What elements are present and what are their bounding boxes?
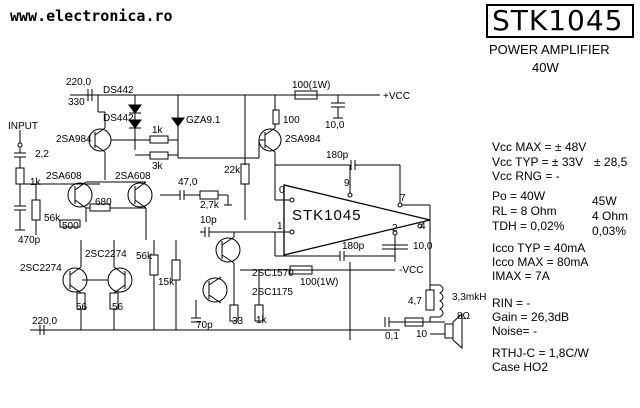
page-title: STK1045 [492,4,624,37]
spec-vcc-typ-alt: ± 28,5 [594,155,628,169]
spec-vcc-typ: Vcc TYP = ± 33V [492,155,584,169]
label-input: INPUT [8,121,38,132]
label-q-2sa608-l: 2SA608 [46,171,82,182]
title-box [486,4,634,38]
label-r-56-m: 56 [112,302,124,313]
label-pin1: 1 [277,221,283,232]
label-q-2sa608-r: 2SA608 [115,171,151,182]
label-pin7: 7 [400,193,406,204]
label-r-2-7k: 2,7k [200,200,219,211]
subtitle: POWER AMPLIFIER [489,42,610,57]
label-r-100: 100 [283,115,300,126]
spec-gain: Gain = 26,3dB [492,310,570,324]
power-rating: 40W [532,60,559,75]
label-c-220-top: 220,0 [66,77,92,88]
label-r-500: 500 [62,221,79,232]
label-speaker: 8Ω [457,311,471,322]
label-r-1k-in: 1k [30,177,41,188]
label-vcc-neg: -VCC [399,265,424,276]
spec-icco-max: Icco MAX = 80mA [492,255,589,269]
spec-icco-typ: Icco TYP = 40mA [492,241,586,255]
label-gza: GZA9.1 [186,115,221,126]
label-pin9: 9 [344,178,350,189]
spec-vcc-max: Vcc MAX = ± 48V [492,140,587,154]
label-q-2sc2274-l: 2SC2274 [20,263,62,274]
site-url[interactable]: www.electronica.ro [10,7,173,25]
label-r-15k: 15k [158,277,175,288]
label-c-0-1: 0,1 [385,331,399,342]
spec-tdh-alt: 0,03% [592,224,627,238]
spec-rl-alt: 4 Ohm [592,209,629,223]
label-c-10-0-r: 10,0 [413,241,433,252]
label-r-22k: 22k [224,165,241,176]
spec-tdh: TDH = 0,02% [492,219,565,233]
label-c-10-top: 10,0 [325,120,345,131]
label-c-2-2: 2,2 [35,149,49,160]
label-c-70p: 70p [196,320,213,331]
label-l-3-3mh: 3,3mkH [452,292,487,303]
label-c-470p: 470p [18,235,41,246]
label-ds442-b: DS442 [103,113,134,124]
label-q-2sa984-l: 2SA984 [56,134,92,145]
label-r-10: 10 [416,329,428,340]
spec-case: Case HO2 [492,360,549,374]
chip-label: STK1045 [292,207,362,224]
spec-po-alt: 45W [592,194,617,208]
label-c-180p-bot: 180p [342,241,365,252]
label-r-3k: 3k [152,161,163,172]
label-r-680: 680 [95,197,112,208]
label-r-56-l: 56 [76,302,88,313]
label-c-220-bot: 220,0 [32,316,58,327]
label-r-330: 330 [68,97,85,108]
label-r-33: 33 [232,316,244,327]
label-c-180p-top: 180p [326,150,349,161]
label-pin2: 2 [392,223,398,234]
label-q-2sa984-r: 2SA984 [285,134,321,145]
label-r-100-1w-top: 100(1W) [292,80,331,91]
spec-vcc-rng: Vcc RNG = - [492,169,560,183]
label-ds442-a: DS442 [103,85,134,96]
label-r-1k-bot: 1k [256,315,267,326]
label-c-47: 47,0 [178,177,198,188]
spec-rl: RL = 8 Ohm [492,204,557,218]
spec-rin: RIN = - [492,296,531,310]
spec-rthj: RTHJ-C = 1,8C/W [492,346,589,360]
label-q-2sc1570: 2SC1570 [252,268,294,279]
spec-noise: Noise= - [492,324,538,338]
label-pin0: 0 [279,185,285,196]
spec-imax: IMAX = 7A [492,269,550,283]
label-vcc-pos: +VCC [383,91,410,102]
label-r-56k: 56k [44,213,61,224]
label-q-2sc1175: 2SC1175 [252,287,293,298]
label-r-56k-b: 56k [136,251,153,262]
spec-po: Po = 40W [492,189,546,203]
label-r-4-7: 4,7 [408,296,422,307]
label-q-2sc2274-m: 2SC2274 [85,249,127,260]
label-r-1k-top: 1k [152,125,163,136]
label-pin4: 4 [420,221,426,232]
label-r-100-1w-bot: 100(1W) [300,277,339,288]
label-c-10p: 10p [200,215,217,226]
